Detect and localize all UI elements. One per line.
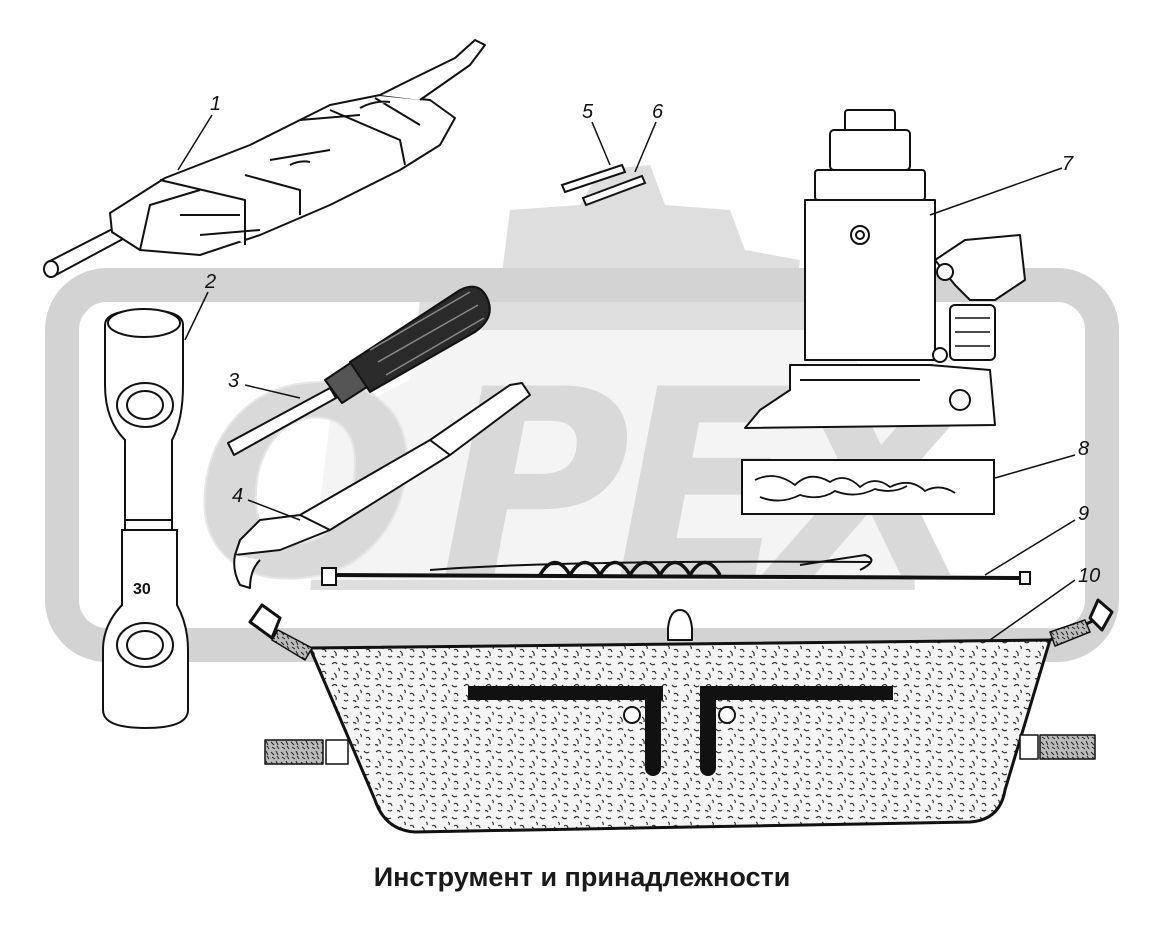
hydraulic-jack-7	[744, 109, 1026, 429]
callout-1: 1	[210, 93, 221, 115]
callout-6: 6	[652, 101, 664, 123]
screwdriver-3	[227, 285, 491, 456]
callout-8: 8	[1078, 438, 1089, 460]
callout-leaders	[177, 114, 1076, 641]
callout-labels: 1 2 3 4 5 6 7 8 9 10	[204, 93, 1100, 587]
rod-with-spring-9	[321, 553, 1031, 586]
box-wrench-2: 30	[102, 308, 189, 730]
callout-4: 4	[232, 485, 243, 507]
tire-lever-4	[233, 382, 531, 589]
tool-bundle-1	[43, 39, 486, 278]
svg-text:P: P	[440, 335, 631, 637]
pins-5-6	[560, 163, 647, 207]
callout-2: 2	[204, 271, 216, 293]
callout-10: 10	[1078, 565, 1100, 587]
tool-bag-10	[248, 598, 1114, 834]
callout-3: 3	[228, 370, 239, 392]
figure-caption: Инструмент и принадлежности	[373, 862, 791, 892]
callout-7: 7	[1062, 153, 1074, 175]
rubber-pad-8	[741, 459, 995, 515]
wrench-size-stamp: 30	[133, 581, 151, 598]
callout-5: 5	[582, 101, 594, 123]
callout-9: 9	[1078, 503, 1089, 525]
